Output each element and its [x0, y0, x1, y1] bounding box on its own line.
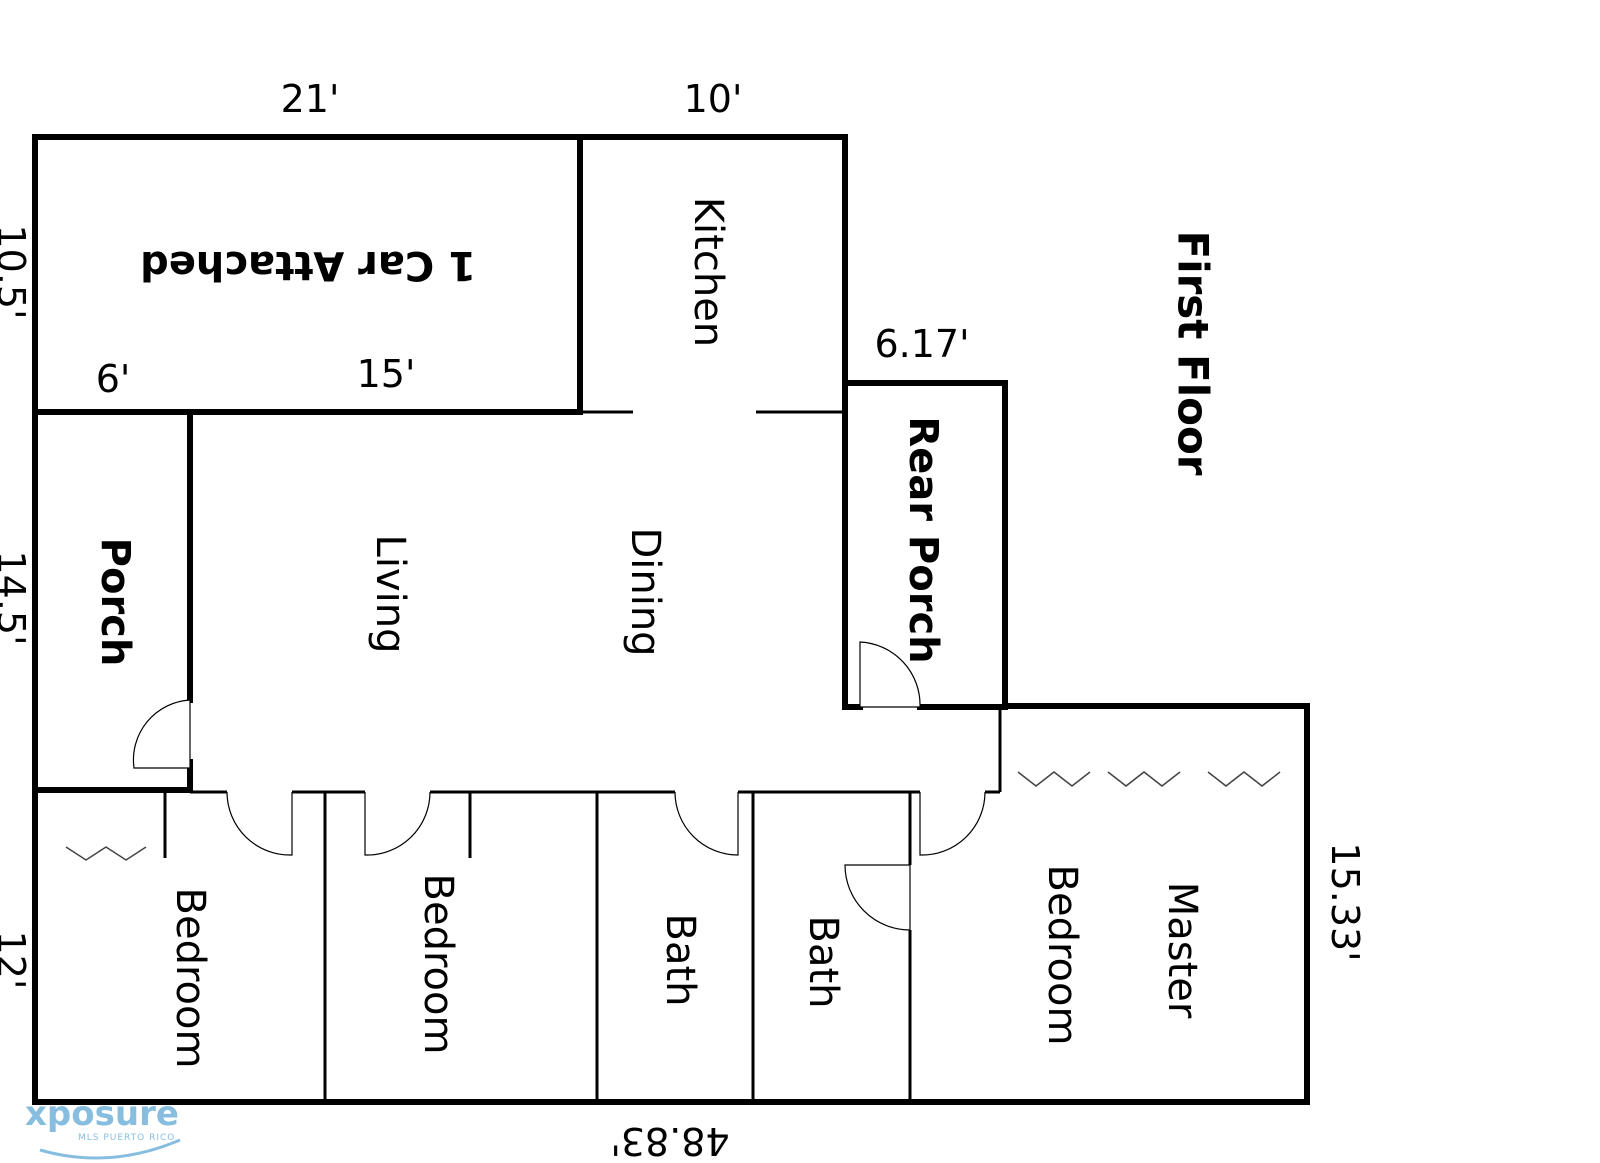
dim-garage-inner-left: 6' — [96, 357, 131, 401]
master-door-swing — [919, 791, 986, 856]
room-labels: 1 Car Attached Kitchen First Floor Rear … — [92, 197, 1218, 1069]
room-living: Living — [367, 535, 413, 654]
room-master-line2: Bedroom — [1039, 865, 1085, 1046]
dim-left-bedroom: 12' — [0, 931, 33, 990]
dim-garage-inner-right: 15' — [357, 352, 416, 396]
dimension-labels: 21' 10' 10.5' 14.5' 12' 6' 15' 6.17' 15.… — [0, 77, 1367, 1163]
logo-tagline: MLS PUERTO RICO — [78, 1133, 175, 1143]
dim-top-kitchen: 10' — [684, 77, 743, 121]
rear-porch-door-swing — [859, 641, 921, 708]
room-bedroom-2: Bedroom — [415, 874, 461, 1055]
dim-rear-porch: 6.17' — [874, 322, 969, 366]
logo-name: xposure — [25, 1094, 179, 1134]
bath-1-door-swing — [674, 791, 739, 856]
title-first-floor: First Floor — [1169, 230, 1218, 475]
bedroom-2-door-swing — [364, 791, 431, 856]
doors — [132, 641, 986, 931]
room-porch: Porch — [92, 538, 138, 667]
exterior-walls — [32, 134, 1310, 1105]
bath-2-door-swing — [844, 864, 911, 931]
room-garage: 1 Car Attached — [140, 242, 476, 288]
room-master-line1: Master — [1159, 882, 1205, 1019]
dim-top-garage: 21' — [281, 77, 340, 121]
dim-left-garage: 10.5' — [0, 224, 33, 319]
dim-bottom-total: 48.83' — [610, 1119, 729, 1163]
dim-master-depth: 15.33' — [1323, 842, 1367, 961]
porch-door-swing — [132, 699, 191, 769]
room-dining: Dining — [622, 527, 668, 656]
bedroom-1-door-swing — [226, 791, 293, 856]
dim-left-porch: 14.5' — [0, 550, 33, 645]
interior-walls — [32, 134, 1002, 1102]
xposure-logo: xposure MLS PUERTO RICO — [25, 1094, 181, 1160]
room-bath-1: Bath — [657, 914, 703, 1007]
room-kitchen: Kitchen — [685, 197, 731, 347]
closet-markers — [65, 771, 1281, 861]
room-rear-porch: Rear Porch — [900, 416, 946, 663]
room-bedroom-1: Bedroom — [167, 888, 213, 1069]
room-bath-2: Bath — [800, 916, 846, 1009]
logo-wave-icon — [39, 1138, 181, 1160]
